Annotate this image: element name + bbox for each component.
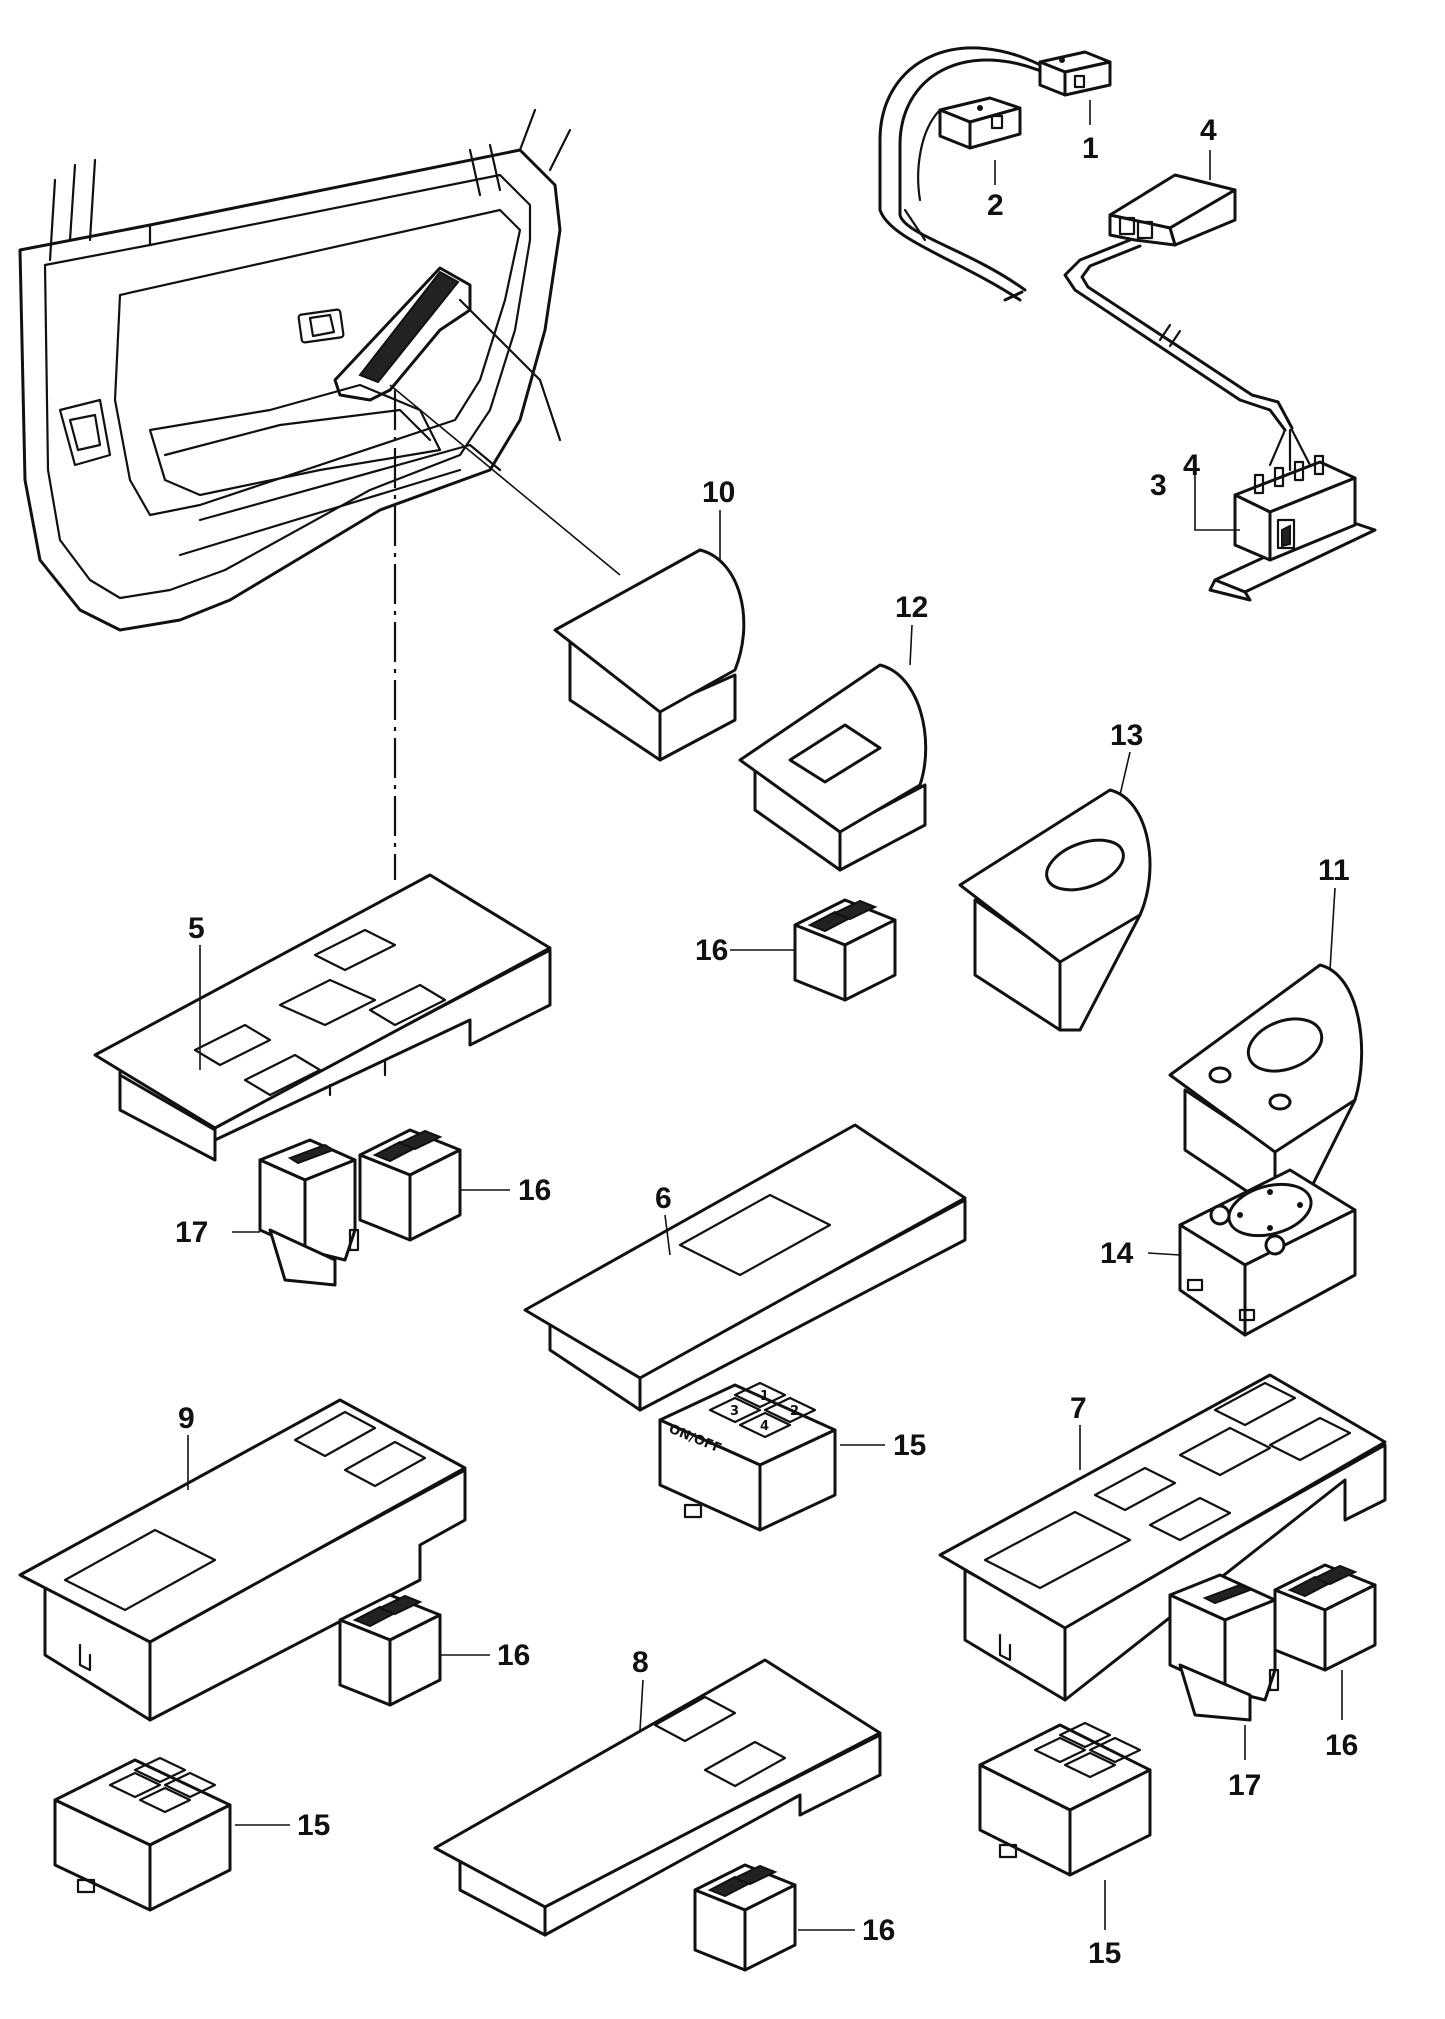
connector-2 (938, 96, 1022, 150)
callout-4-cable: 4 (1200, 114, 1217, 147)
switch-cable-4 (1063, 173, 1312, 472)
console-panel-7 (938, 1373, 1387, 1702)
callout-5: 5 (188, 912, 205, 945)
mirror-switch-14 (1178, 1168, 1357, 1337)
key-4: 4 (760, 1419, 769, 1434)
door-trim-panel (18, 108, 621, 880)
wiring-harness (878, 46, 1062, 302)
callout-16-panel9: 16 (497, 1639, 530, 1672)
switch-16-d (693, 1863, 797, 1972)
switch-16-e (1273, 1563, 1377, 1672)
switch-16-b (793, 898, 897, 1002)
callout-10: 10 (702, 476, 735, 509)
callout-15-left: 15 (297, 1809, 330, 1842)
callout-1: 1 (1082, 132, 1099, 165)
switch-15-b (53, 1756, 232, 1912)
callout-13: 13 (1110, 719, 1143, 752)
switch-15-c (978, 1721, 1152, 1877)
callout-12: 12 (895, 591, 928, 624)
callout-15-right: 15 (1088, 1937, 1121, 1970)
key-2: 2 (790, 1404, 799, 1419)
callout-15-center: 15 (893, 1429, 926, 1462)
callout-6: 6 (655, 1182, 672, 1215)
console-panel-8 (433, 1658, 882, 1937)
key-3: 3 (730, 1404, 739, 1419)
callout-16-panel5: 16 (518, 1174, 551, 1207)
cover-12 (738, 663, 928, 872)
console-panel-6 (523, 1123, 967, 1412)
callout-2: 2 (987, 189, 1004, 222)
callout-labels: 1 2 3 4 4 5 6 7 8 9 10 11 12 13 14 15 15… (175, 114, 1358, 1970)
cover-11 (1168, 963, 1364, 1212)
connector-1 (1038, 50, 1112, 97)
switch-16-c (338, 1593, 442, 1707)
callout-14: 14 (1100, 1237, 1134, 1270)
key-1: 1 (760, 1389, 769, 1404)
callout-9: 9 (178, 1402, 195, 1435)
cover-13 (958, 788, 1152, 1032)
callout-17-left: 17 (175, 1216, 208, 1249)
callout-4-bracket: 4 (1183, 449, 1200, 482)
callout-16-panel8: 16 (862, 1914, 895, 1947)
leader-lines (187, 100, 1343, 1931)
callout-11: 11 (1318, 854, 1350, 887)
callout-7: 7 (1070, 1392, 1087, 1425)
console-panel-5 (93, 873, 552, 1162)
callout-16-upper: 16 (695, 934, 728, 967)
callout-3: 3 (1150, 469, 1167, 502)
callout-16-panel7: 16 (1325, 1729, 1358, 1762)
switch-15-a: 1 2 3 4 ON/OFF (658, 1381, 837, 1532)
switch-16-a (358, 1128, 462, 1242)
switch-17-b (1168, 1573, 1280, 1722)
rocker-switch-3 (1208, 454, 1377, 602)
callout-17-right: 17 (1228, 1769, 1261, 1802)
cover-10 (553, 548, 746, 762)
callout-8: 8 (632, 1646, 649, 1679)
switch-17-a (258, 1138, 360, 1287)
console-panel-9 (18, 1398, 467, 1722)
